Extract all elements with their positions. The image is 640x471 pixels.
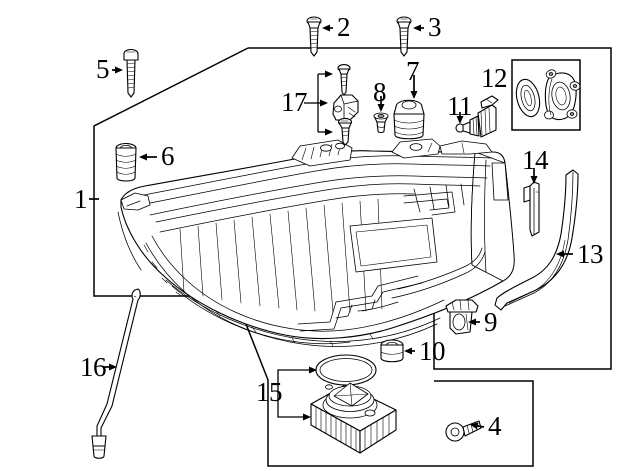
callout-16: 16 — [80, 352, 107, 382]
screw-2-drawing — [306, 16, 322, 57]
screw-3-drawing — [396, 16, 412, 57]
adjuster-rod-16-drawing — [91, 288, 141, 459]
clip-9-drawing — [445, 299, 479, 335]
callout-5: 5 — [96, 54, 110, 84]
callout-15: 15 — [256, 377, 283, 407]
connector-11-drawing — [455, 95, 499, 138]
grommet-6-drawing — [115, 142, 137, 182]
callout-12: 12 — [481, 63, 508, 93]
callout-7: 7 — [406, 56, 420, 86]
callout-17: 17 — [281, 87, 308, 117]
callout-10: 10 — [419, 336, 446, 366]
callout-14: 14 — [522, 145, 549, 175]
callout-8: 8 — [373, 77, 387, 107]
grommet-7-drawing — [393, 99, 425, 140]
callout-4: 4 — [488, 411, 502, 441]
callout-6: 6 — [161, 141, 175, 171]
leader-lines — [89, 24, 573, 430]
callout-1: 1 — [74, 184, 88, 214]
callout-9: 9 — [484, 307, 498, 337]
seal-strip-13-drawing — [494, 169, 579, 311]
bulb-cover-12-drawing — [515, 69, 581, 121]
callout-3: 3 — [428, 12, 442, 42]
bracket-kit-17-drawing — [332, 64, 359, 146]
callout-13: 13 — [577, 239, 604, 269]
callout-11: 11 — [447, 91, 473, 121]
cover-box-12-outline — [511, 59, 581, 131]
control-module-15-drawing — [310, 354, 397, 454]
bushing-10-drawing — [380, 339, 404, 363]
callout-2: 2 — [337, 12, 351, 42]
clip-14-drawing — [523, 181, 540, 237]
module-panel-outline — [234, 295, 534, 467]
nut-8-drawing — [373, 112, 389, 134]
screw-5-drawing — [123, 48, 139, 98]
main-panel-outline — [93, 47, 612, 370]
headlight-assembly-drawing — [117, 138, 515, 347]
